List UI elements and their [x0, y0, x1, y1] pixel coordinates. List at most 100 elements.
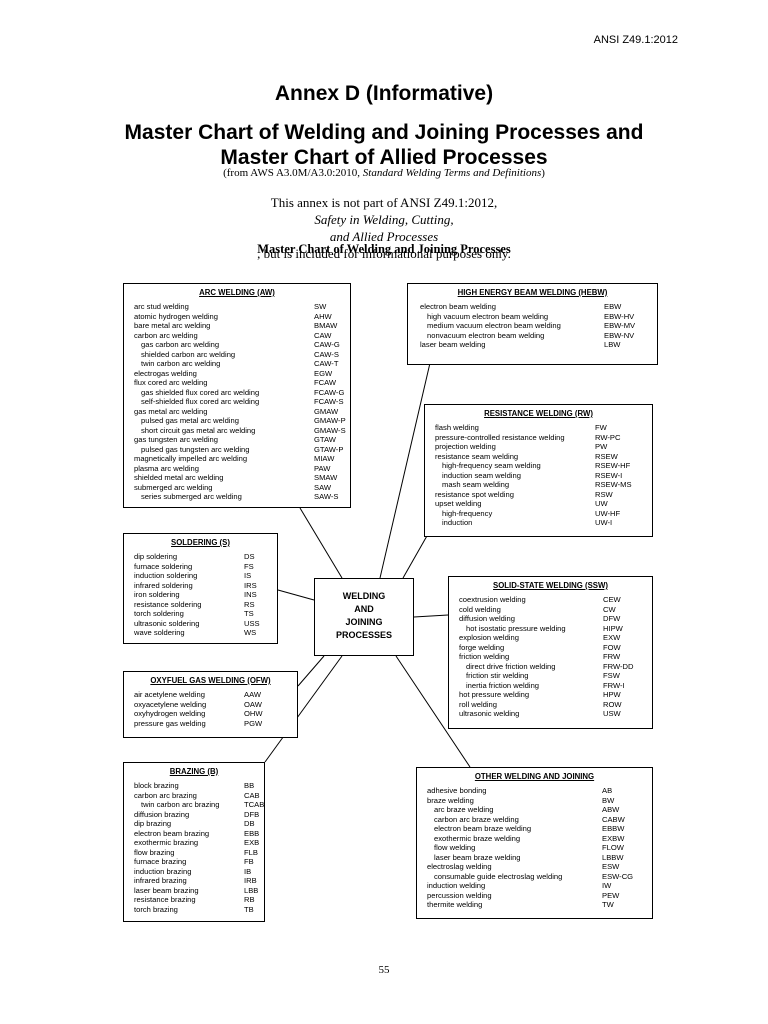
process-name: induction seam welding	[442, 470, 521, 480]
process-group-title: BRAZING (B)	[169, 767, 219, 776]
process-name: submerged arc welding	[134, 482, 213, 492]
process-abbreviation: CAB	[244, 790, 260, 800]
process-abbreviation: IB	[244, 866, 252, 876]
process-abbreviation: CAW-G	[314, 340, 340, 349]
welding-and-joining-processes-hub: WELDING AND JOINING PROCESSES	[314, 578, 414, 656]
process-abbreviation: EBW-HV	[604, 311, 635, 321]
process-name: friction stir welding	[466, 671, 529, 680]
process-name: infrared soldering	[134, 580, 193, 590]
process-row: induction welding IW	[427, 881, 642, 891]
process-row: induction seam welding RSEW-I	[435, 471, 642, 481]
process-abbreviation: FLB	[244, 847, 258, 857]
process-abbreviation: FRW-DD	[603, 661, 634, 671]
process-name: resistance seam welding	[435, 451, 519, 461]
process-abbreviation: EGW	[314, 368, 333, 378]
process-name: high-frequency seam welding	[442, 461, 541, 470]
note-line1: This annex is not part of ANSI Z49.1:201…	[0, 194, 768, 228]
source-title: Standard Welding Terms and Definitions	[362, 167, 542, 179]
process-abbreviation: RSEW-I	[595, 470, 623, 480]
solid-state-welding-box: SOLID-STATE WELDING (SSW)coextrusion wel…	[448, 576, 653, 729]
process-name: air acetylene welding	[134, 690, 205, 699]
connector-hebw	[379, 362, 431, 579]
process-name: gas shielded flux cored arc welding	[141, 387, 260, 397]
process-abbreviation: CEW	[603, 595, 621, 604]
process-name: diffusion welding	[459, 614, 516, 623]
process-abbreviation: USW	[603, 709, 621, 718]
master-chart-title: Master Chart of Welding and Joining Proc…	[0, 120, 768, 170]
process-name: block brazing	[134, 781, 179, 790]
connector-ssw	[413, 614, 449, 618]
process-name: thermite welding	[427, 900, 483, 909]
process-name: torch brazing	[134, 904, 178, 914]
process-abbreviation: OHW	[244, 709, 263, 718]
process-abbreviation: TB	[244, 904, 254, 914]
process-abbreviation: FW	[595, 423, 607, 432]
process-abbreviation: USS	[244, 618, 260, 628]
process-name: forge welding	[459, 642, 505, 652]
process-abbreviation: RSEW-MS	[595, 480, 632, 489]
process-name: pressure gas welding	[134, 718, 206, 728]
process-name: flow brazing	[134, 847, 175, 857]
process-name: furnace brazing	[134, 857, 187, 866]
hub-line3: JOINING	[345, 617, 383, 627]
process-name: projection welding	[435, 442, 496, 451]
process-name: adhesive bonding	[427, 786, 487, 795]
process-name: dip soldering	[134, 552, 178, 561]
process-name: exothermic braze welding	[434, 833, 521, 843]
process-name: wave soldering	[134, 628, 185, 637]
process-name: hot pressure welding	[459, 690, 530, 699]
process-abbreviation: IW	[602, 881, 612, 890]
process-name: series submerged arc welding	[141, 492, 242, 501]
process-abbreviation: PW	[595, 442, 608, 451]
process-row: projection welding PW	[435, 442, 642, 452]
process-name: consumable guide electroslag welding	[434, 871, 563, 881]
process-abbreviation: FCAW	[314, 378, 337, 387]
process-abbreviation: FRW-I	[603, 680, 625, 690]
process-abbreviation: ESW-CG	[602, 871, 634, 881]
process-name: electron beam welding	[420, 302, 496, 311]
process-name: flux cored arc welding	[134, 378, 208, 387]
process-name: induction	[442, 518, 473, 527]
process-abbreviation: FLOW	[602, 843, 624, 852]
page-number: 55	[378, 964, 390, 976]
hub-line4: PROCESSES	[335, 630, 393, 640]
process-name: braze welding	[427, 795, 474, 805]
process-group-title: ARC WELDING (AW)	[199, 288, 275, 297]
process-abbreviation: AHW	[314, 311, 332, 321]
process-name: oxyhydrogen welding	[134, 709, 206, 718]
process-name: arc stud welding	[134, 302, 189, 311]
process-abbreviation: RW-PC	[595, 432, 621, 442]
process-name: upset welding	[435, 499, 482, 508]
process-group-title: OTHER WELDING AND JOINING	[474, 772, 595, 781]
other-welding-and-joining-box: OTHER WELDING AND JOINING adhesive bondin…	[416, 767, 653, 919]
process-abbreviation: EBW-MV	[604, 321, 636, 330]
process-name: infrared brazing	[134, 876, 187, 885]
process-name: self-shielded flux cored arc welding	[141, 397, 260, 406]
process-abbreviation: GTAW-P	[314, 444, 344, 454]
process-name: induction welding	[427, 881, 486, 890]
